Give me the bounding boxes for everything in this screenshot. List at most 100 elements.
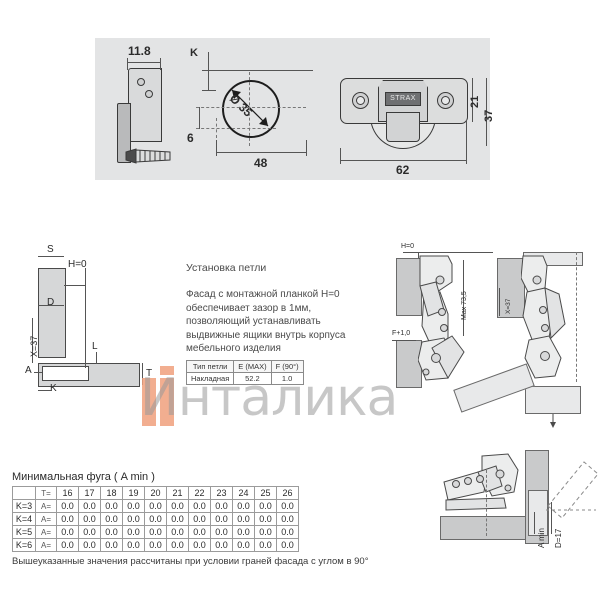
amin-t-26: 26 (276, 486, 299, 500)
dim-k-line (208, 52, 209, 90)
dim-s-label: S (47, 244, 54, 255)
amin-row-k3-label: K=3 (12, 499, 36, 513)
bore-offset-line-h (196, 128, 276, 129)
amin-t-16: 16 (56, 486, 79, 500)
amin-k5-v8: 0.0 (232, 525, 255, 539)
mounting-plate-body (128, 68, 162, 142)
amin-row-k4-label: K=4 (12, 512, 36, 526)
amin-k6-v1: 0.0 (78, 538, 101, 552)
section-door-panel (38, 268, 66, 358)
amin-table-title: Минимальная фуга ( A min ) (12, 471, 155, 483)
spec-cell-emax: 52.2 (233, 372, 272, 385)
amin-k3-v5: 0.0 (166, 499, 189, 513)
amin-k3-v10: 0.0 (276, 499, 299, 513)
amin-k6-v0: 0.0 (56, 538, 79, 552)
dim-62-line (340, 160, 466, 161)
table-row: K=5 A= 0.0 0.0 0.0 0.0 0.0 0.0 0.0 0.0 0… (12, 525, 299, 539)
hinge-assembly-flat-illustration (443, 453, 519, 511)
ext-line-plate-left (127, 58, 128, 70)
dim-d-line (38, 305, 64, 306)
bore-centerline-v (249, 72, 250, 146)
amin-k3-v3: 0.0 (122, 499, 145, 513)
cup-screw-hole-left-inner (356, 96, 365, 105)
dim-plate-width-label: 11.8 (128, 44, 151, 58)
dim-a-line (34, 372, 42, 373)
dim-max735-line (463, 260, 464, 336)
amin-t-19: 19 (122, 486, 145, 500)
amin-k6-v5: 0.0 (166, 538, 189, 552)
amin-k5-v0: 0.0 (56, 525, 79, 539)
dim-d17-label-right: D=17 (554, 528, 563, 548)
dim-k-tick-bottom (202, 90, 216, 91)
amin-k3-v6: 0.0 (188, 499, 211, 513)
amin-k4-v7: 0.0 (210, 512, 233, 526)
amin-t-20: 20 (144, 486, 167, 500)
dim-k-label-top: K (190, 47, 198, 59)
dim-6-label: 6 (187, 131, 194, 145)
amin-k5-v1: 0.0 (78, 525, 101, 539)
dim-6-line (199, 107, 200, 129)
amin-row-k4-a: A= (35, 512, 57, 526)
dim-h-label: H=0 (68, 259, 87, 270)
amin-table: T= 16 17 18 19 20 21 22 23 24 25 26 K=3 … (12, 486, 299, 552)
amin-k5-v7: 0.0 (210, 525, 233, 539)
table-row: K=3 A= 0.0 0.0 0.0 0.0 0.0 0.0 0.0 0.0 0… (12, 499, 299, 513)
hinge-cup-logo: STRAX (385, 92, 421, 106)
bore-offset-line-v (216, 118, 217, 138)
table-row: K=6 A= 0.0 0.0 0.0 0.0 0.0 0.0 0.0 0.0 0… (12, 538, 299, 552)
dim-x-label: X=37 (29, 335, 39, 357)
spec-header-emax: E (MAX) (233, 360, 272, 373)
watermark-logo-icon (140, 366, 192, 426)
amin-k3-v9: 0.0 (254, 499, 277, 513)
spec-header-f90: F (90°) (270, 360, 304, 373)
notes-body: Фасад с монтажной планкой H=0 обеспечива… (186, 289, 346, 354)
screw-icon (125, 148, 171, 164)
dim-48-ext-right (306, 140, 307, 156)
amin-k4-v6: 0.0 (188, 512, 211, 526)
amin-k6-v3: 0.0 (122, 538, 145, 552)
dim-48-label: 48 (254, 156, 268, 170)
amin-t-23: 23 (210, 486, 233, 500)
plate-screw-hole-upper (137, 78, 145, 86)
bottom-right-door-inner (528, 490, 548, 536)
amin-k5-v9: 0.0 (254, 525, 277, 539)
dim-l-line (96, 352, 97, 364)
amin-k6-v10: 0.0 (276, 538, 299, 552)
dim-f-line (392, 340, 416, 341)
ext-line-plate-right (160, 58, 161, 70)
dim-62-label: 62 (396, 163, 410, 177)
dim-37-label: 37 (483, 109, 495, 122)
dim-amin-line-right (534, 512, 535, 534)
spec-cell-type: Накладная (185, 372, 235, 385)
down-arrow-icon (550, 414, 556, 428)
dim-t-line (142, 363, 143, 385)
dim-l-label: L (92, 341, 98, 352)
amin-k3-v0: 0.0 (56, 499, 79, 513)
bore-centerline-h (196, 107, 306, 108)
dim-48-line (216, 152, 306, 153)
dim-37-line (486, 78, 487, 146)
amin-k4-v8: 0.0 (232, 512, 255, 526)
amin-k4-v1: 0.0 (78, 512, 101, 526)
spec-table-header-row: Тип петли E (MAX) F (90°) (185, 360, 304, 373)
mounting-plate-lip (117, 103, 131, 163)
amin-row-k6-a: A= (35, 538, 57, 552)
amin-k6-v4: 0.0 (144, 538, 167, 552)
bottom-right-dash-v (486, 470, 487, 536)
amin-k3-v1: 0.0 (78, 499, 101, 513)
section-ref-hline-upper (64, 285, 86, 286)
dim-21-label: 21 (469, 95, 481, 108)
amin-k6-v8: 0.0 (232, 538, 255, 552)
amin-k3-v7: 0.0 (210, 499, 233, 513)
hinge-cup-foot (386, 112, 420, 142)
amin-row-k5-label: K=5 (12, 525, 36, 539)
amin-k4-v4: 0.0 (144, 512, 167, 526)
amin-k4-v9: 0.0 (254, 512, 277, 526)
dim-max735-label: Max 73,5 (461, 291, 468, 320)
dim-amin-label-right: A min (537, 527, 546, 548)
amin-k5-v4: 0.0 (144, 525, 167, 539)
amin-row-k3-a: A= (35, 499, 57, 513)
amin-corner-cell (12, 486, 36, 500)
amin-k4-v2: 0.0 (100, 512, 123, 526)
plate-screw-hole-lower (145, 90, 153, 98)
